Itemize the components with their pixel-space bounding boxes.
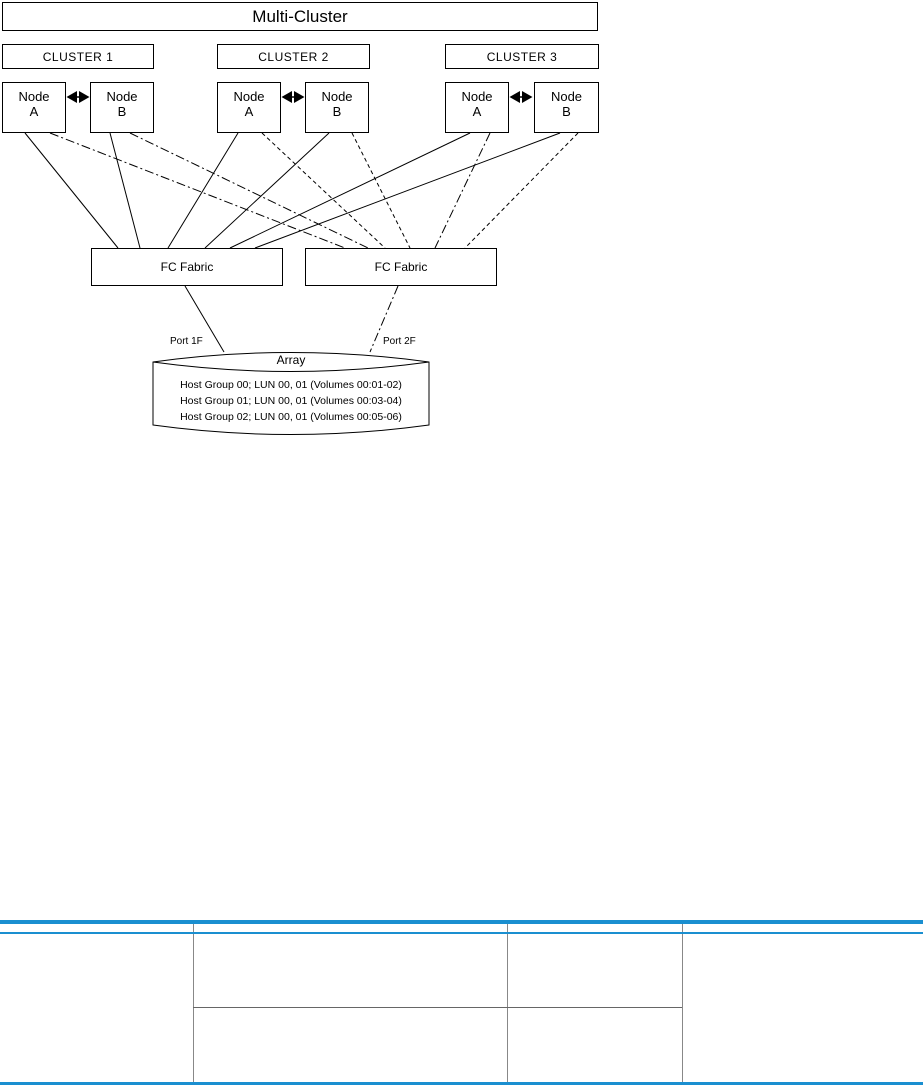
- link-c2a-fabric2: [261, 132, 386, 249]
- cluster-2-node-a: Node A: [217, 82, 281, 133]
- table-col-divider-3: [682, 924, 683, 1082]
- node-label: Node: [550, 89, 583, 104]
- link-c3a-fabric1: [229, 132, 471, 249]
- cluster-3-node-a: Node A: [445, 82, 509, 133]
- table-bottom-rule: [0, 1082, 923, 1085]
- link-c1b-fabric2: [129, 132, 369, 249]
- fc-fabric-2: FC Fabric: [305, 248, 497, 286]
- node-letter: B: [562, 104, 571, 119]
- empty-table: [0, 920, 923, 1086]
- multi-cluster-title: Multi-Cluster: [2, 2, 598, 31]
- cluster-1-node-b: Node B: [90, 82, 154, 133]
- link-c3b-fabric2: [464, 132, 579, 249]
- link-c1a-fabric2: [49, 132, 346, 249]
- link-c1a-fabric1: [24, 132, 119, 249]
- node-label: Node: [461, 89, 493, 104]
- table-top-rule: [0, 920, 923, 924]
- connection-lines: [24, 91, 579, 435]
- node-label: Node: [321, 89, 353, 104]
- cluster-2-node-b: Node B: [305, 82, 369, 133]
- array-host-group-0: Host Group 00; LUN 00, 01 (Volumes 00:01…: [180, 379, 402, 391]
- node-letter: B: [117, 104, 127, 119]
- array-cylinder: [152, 352, 430, 435]
- table-header-rule: [0, 932, 923, 934]
- cluster-1-node-a: Node A: [2, 82, 66, 133]
- port-2f-label: Port 2F: [383, 336, 416, 347]
- link-c2b-fabric1: [204, 132, 330, 249]
- link-fabric1-array: [184, 285, 225, 353]
- cluster-3-node-b: Node B: [534, 82, 599, 133]
- link-fabric2-array: [369, 285, 399, 353]
- node-letter: A: [244, 104, 254, 119]
- port-1f-label: Port 1F: [170, 336, 203, 347]
- link-c1b-fabric1: [109, 132, 141, 249]
- cluster-2-label: CLUSTER 2: [217, 44, 370, 69]
- node-letter: B: [332, 104, 342, 119]
- node-label: Node: [233, 89, 265, 104]
- node-letter: A: [472, 104, 482, 119]
- link-c2b-fabric2: [351, 132, 411, 249]
- link-c2a-fabric1: [167, 132, 239, 249]
- cluster-1-label: CLUSTER 1: [2, 44, 154, 69]
- array-title: Array: [276, 353, 306, 367]
- cluster-3-label: CLUSTER 3: [445, 44, 599, 69]
- array-cylinder-top: [152, 361, 430, 372]
- table-col-divider-2: [507, 924, 508, 1082]
- link-c3a-fabric2: [434, 132, 491, 249]
- table-row-divider: [193, 1007, 682, 1008]
- fc-fabric-1: FC Fabric: [91, 248, 283, 286]
- table-col-divider-1: [193, 924, 194, 1082]
- array-host-group-2: Host Group 02; LUN 00, 01 (Volumes 00:05…: [180, 411, 402, 423]
- link-c3b-fabric1: [254, 132, 561, 249]
- node-label: Node: [106, 89, 138, 104]
- node-label: Node: [18, 89, 50, 104]
- array-host-group-1: Host Group 01; LUN 00, 01 (Volumes 00:03…: [180, 395, 402, 407]
- multi-cluster-diagram: Multi-Cluster CLUSTER 1 CLUSTER 2 CLUSTE…: [0, 0, 923, 440]
- node-letter: A: [29, 104, 39, 119]
